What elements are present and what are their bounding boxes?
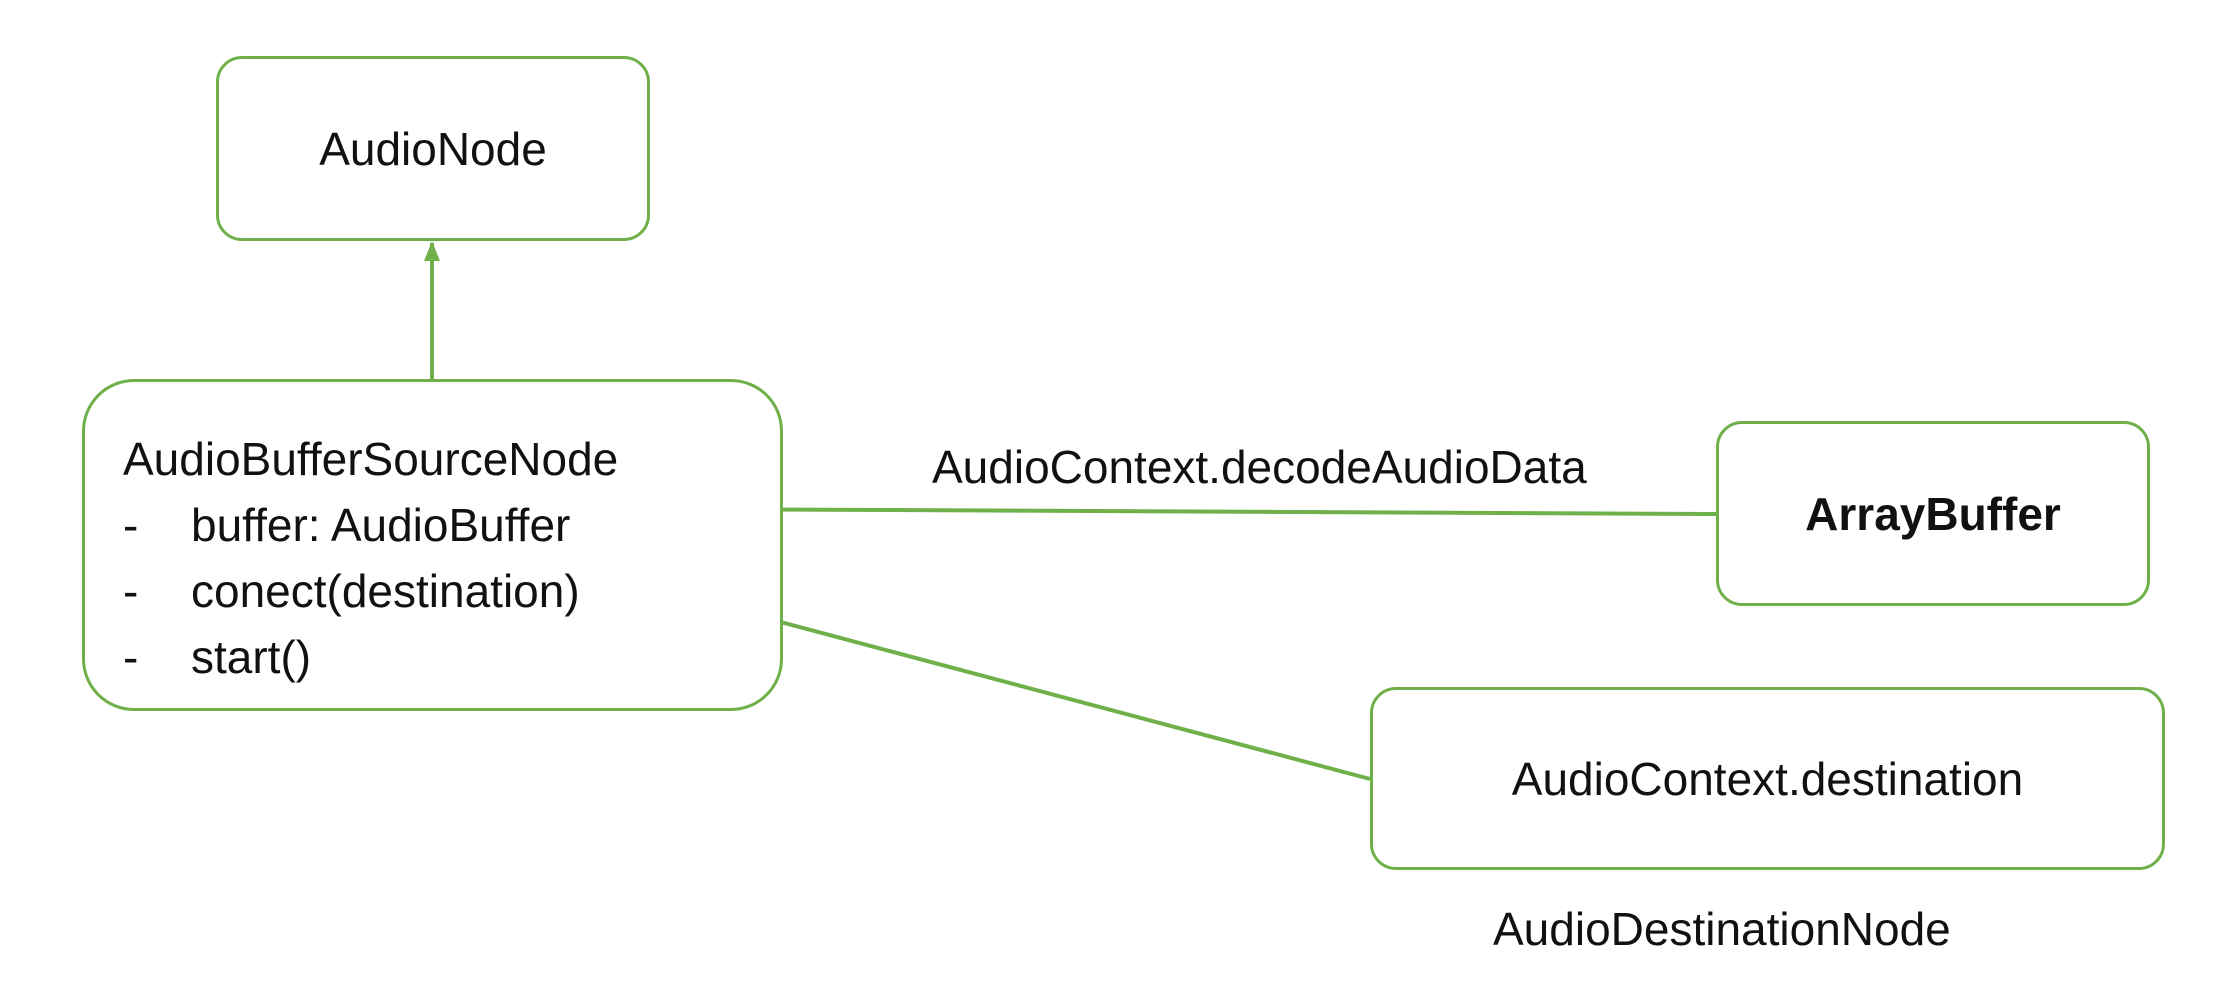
decode-audio-data-arrow (666, 501, 1717, 518)
audio-node-box: AudioNode (216, 56, 650, 241)
member-text: conect(destination) (191, 565, 580, 617)
audio-node-label: AudioNode (319, 122, 547, 175)
member-item-start: - start() (123, 624, 618, 690)
audio-context-destination-box: AudioContext.destination (1370, 687, 2165, 870)
decode-audio-data-label: AudioContext.decodeAudioData (932, 441, 1587, 493)
member-dash: - (123, 631, 139, 683)
member-dash: - (123, 565, 139, 617)
array-buffer-box: ArrayBuffer (1716, 421, 2150, 606)
member-text: buffer: AudioBuffer (191, 499, 571, 551)
array-buffer-label: ArrayBuffer (1805, 487, 2061, 540)
member-dash: - (123, 499, 139, 551)
audio-destination-node-caption: AudioDestinationNode (1493, 903, 1951, 955)
member-list: AudioBufferSourceNode - buffer: AudioBuf… (123, 426, 618, 690)
audio-buffer-source-node-box: AudioBufferSourceNode - buffer: AudioBuf… (82, 379, 783, 711)
member-text: start() (191, 631, 312, 683)
destination-arrow (666, 588, 1371, 781)
member-item-conect: - conect(destination) (123, 558, 618, 624)
member-item-buffer: - buffer: AudioBuffer (123, 492, 618, 558)
audio-context-destination-label: AudioContext.destination (1511, 752, 2024, 805)
audio-buffer-source-node-title: AudioBufferSourceNode (123, 433, 619, 485)
